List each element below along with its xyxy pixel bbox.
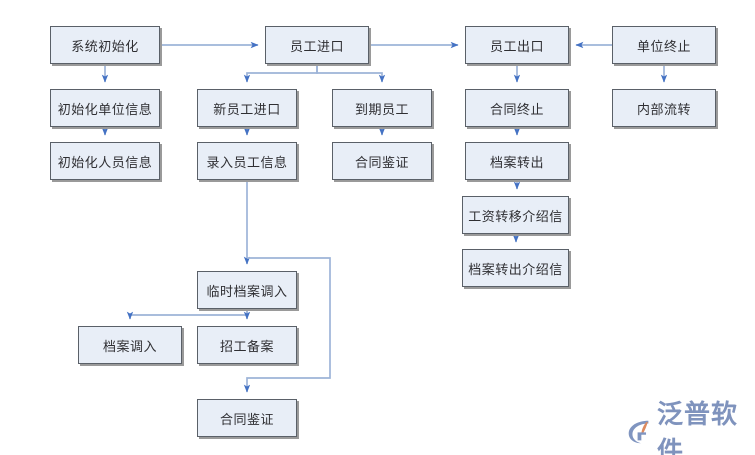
node-label: 档案转出	[489, 154, 544, 170]
node-label: 内部流转	[636, 101, 691, 117]
node-label: 初始化人员信息	[57, 154, 153, 170]
node-expiring-employee[interactable]: 到期员工	[332, 89, 432, 127]
node-label: 工资转移介绍信	[468, 208, 563, 224]
node-label: 合同鉴证	[219, 411, 274, 427]
node-init-unit-info[interactable]: 初始化单位信息	[50, 89, 160, 127]
node-employee-entry[interactable]: 员工进口	[265, 26, 369, 64]
watermark-brand-name: 泛普软件	[657, 399, 739, 455]
node-label: 录入员工信息	[206, 154, 288, 170]
node-label: 档案转出介绍信	[468, 261, 563, 277]
node-contract-termination[interactable]: 合同终止	[465, 89, 569, 127]
node-new-employee-entry[interactable]: 新员工进口	[197, 89, 297, 127]
node-init-person-info[interactable]: 初始化人员信息	[50, 142, 160, 180]
node-system-init[interactable]: 系统初始化	[50, 26, 160, 64]
node-label: 到期员工	[354, 101, 409, 117]
node-enter-employee-info[interactable]: 录入员工信息	[197, 142, 297, 180]
node-label: 系统初始化	[71, 38, 139, 54]
watermark: 泛普软件 www.fanpusoft.com	[624, 394, 755, 455]
node-label: 合同终止	[489, 101, 544, 117]
fanpu-arc-logo-icon	[628, 420, 649, 444]
node-label: 合同鉴证	[354, 154, 409, 170]
node-employee-exit[interactable]: 员工出口	[465, 26, 569, 64]
node-label: 员工进口	[289, 38, 344, 54]
node-file-transfer-in[interactable]: 档案调入	[78, 326, 182, 364]
node-recruit-record[interactable]: 招工备案	[197, 326, 297, 364]
node-label: 单位终止	[636, 38, 691, 54]
node-label: 招工备案	[219, 338, 274, 354]
node-contract-verification-bottom[interactable]: 合同鉴证	[197, 399, 297, 437]
edge-employee-entry-to-expiring-employee	[316, 64, 386, 83]
watermark-brand-row: 泛普软件	[624, 394, 755, 455]
node-temp-file-transfer-in[interactable]: 临时档案调入	[197, 271, 297, 309]
edge-temp-file-transfer-in-to-file-transfer-in	[126, 309, 248, 320]
node-unit-termination[interactable]: 单位终止	[612, 26, 716, 64]
node-file-transfer-out[interactable]: 档案转出	[465, 142, 569, 180]
node-label: 员工出口	[489, 38, 544, 54]
edge-employee-entry-to-new-employee-entry	[243, 64, 318, 83]
node-salary-transfer-letter[interactable]: 工资转移介绍信	[462, 196, 569, 234]
node-contract-verification-top[interactable]: 合同鉴证	[332, 142, 432, 180]
node-internal-transfer[interactable]: 内部流转	[612, 89, 716, 127]
node-label: 档案调入	[102, 338, 157, 354]
node-label: 初始化单位信息	[57, 101, 153, 117]
node-file-transfer-out-letter[interactable]: 档案转出介绍信	[462, 249, 569, 287]
node-label: 新员工进口	[213, 101, 281, 117]
node-label: 临时档案调入	[206, 283, 288, 299]
